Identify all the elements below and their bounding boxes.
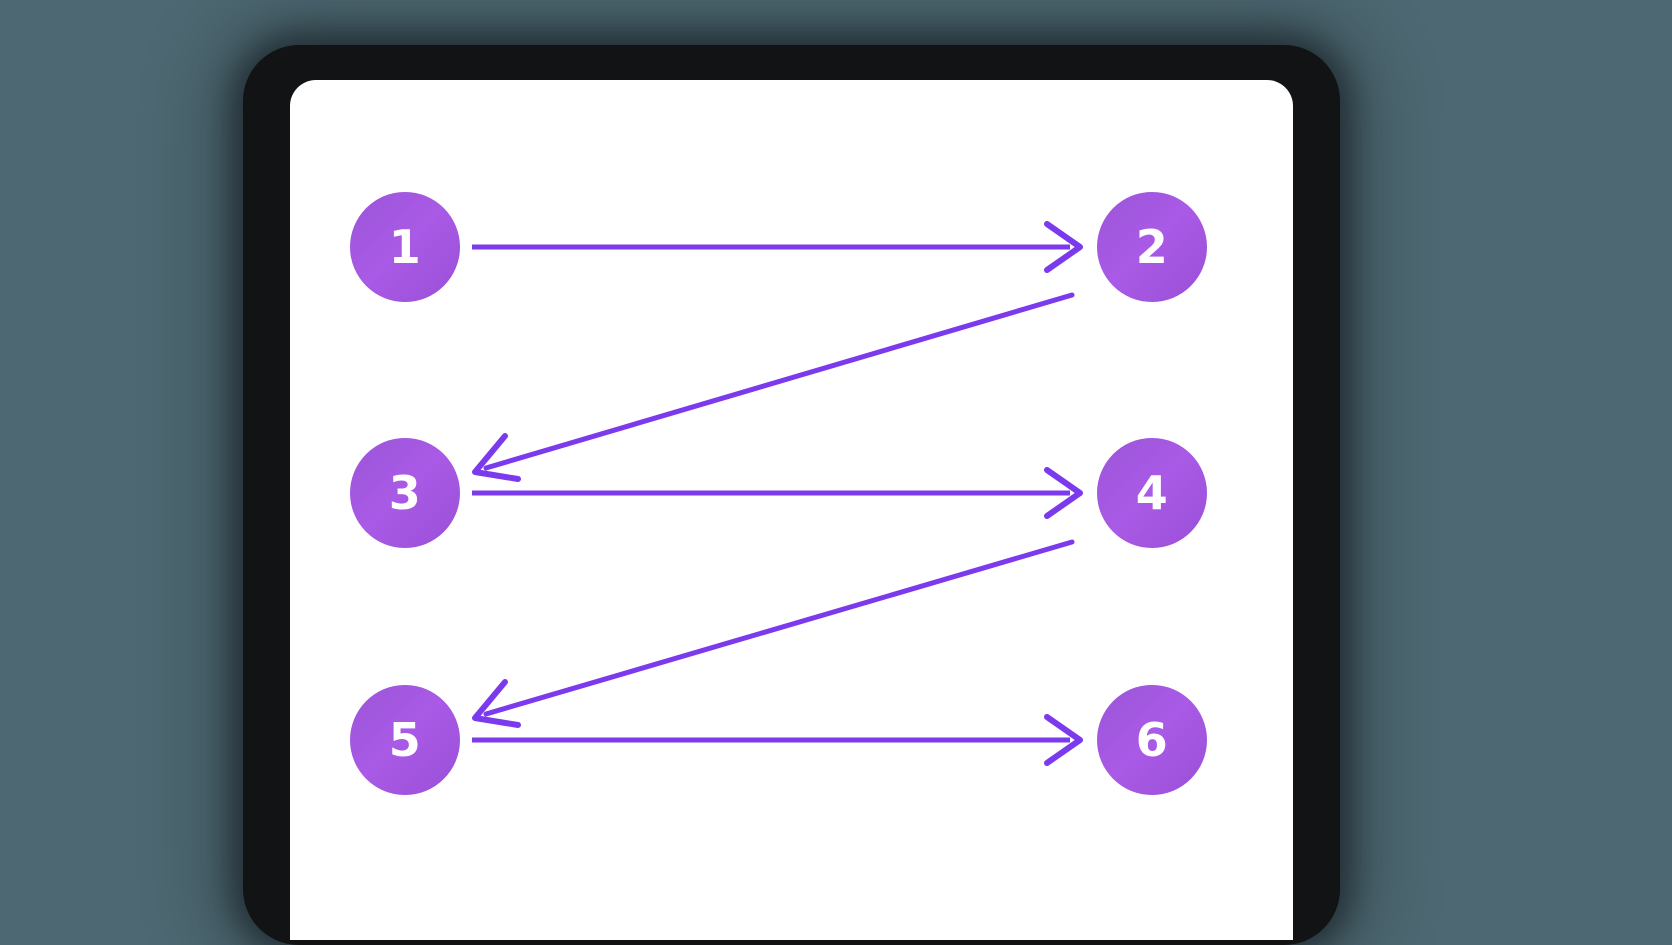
edge-line-4-to-5 [483, 539, 1075, 717]
edge-4-to-5 [472, 539, 1075, 728]
edge-line-2-to-3 [483, 292, 1075, 471]
graph-node-1[interactable]: 1 [350, 192, 460, 302]
graph-node-4[interactable]: 4 [1097, 438, 1207, 548]
diagram-canvas: 1 2 3 4 5 6 [290, 80, 1293, 940]
arrowhead-3-to-4 [1044, 467, 1083, 519]
edge-5-to-6 [472, 714, 1083, 766]
arrowhead-4-to-5 [472, 679, 521, 728]
edge-layer [472, 221, 1083, 766]
graph-node-6[interactable]: 6 [1097, 685, 1207, 795]
device-frame: 1 2 3 4 5 6 [243, 45, 1340, 945]
graph-node-4-label: 4 [1135, 466, 1169, 520]
edge-2-to-3 [472, 292, 1075, 482]
graph-node-5[interactable]: 5 [350, 685, 460, 795]
graph-node-1-label: 1 [388, 220, 422, 274]
graph-node-6-label: 6 [1135, 713, 1169, 767]
graph-node-5-label: 5 [388, 713, 422, 767]
graph-node-2[interactable]: 2 [1097, 192, 1207, 302]
graph-node-2-label: 2 [1135, 220, 1169, 274]
edge-3-to-4 [472, 467, 1083, 519]
arrowhead-1-to-2 [1044, 221, 1083, 273]
arrowhead-2-to-3 [472, 433, 521, 482]
device-screen: 1 2 3 4 5 6 [290, 80, 1293, 940]
graph-node-3-label: 3 [388, 466, 422, 520]
edge-1-to-2 [472, 221, 1083, 273]
arrowhead-5-to-6 [1044, 714, 1083, 766]
graph-node-3[interactable]: 3 [350, 438, 460, 548]
